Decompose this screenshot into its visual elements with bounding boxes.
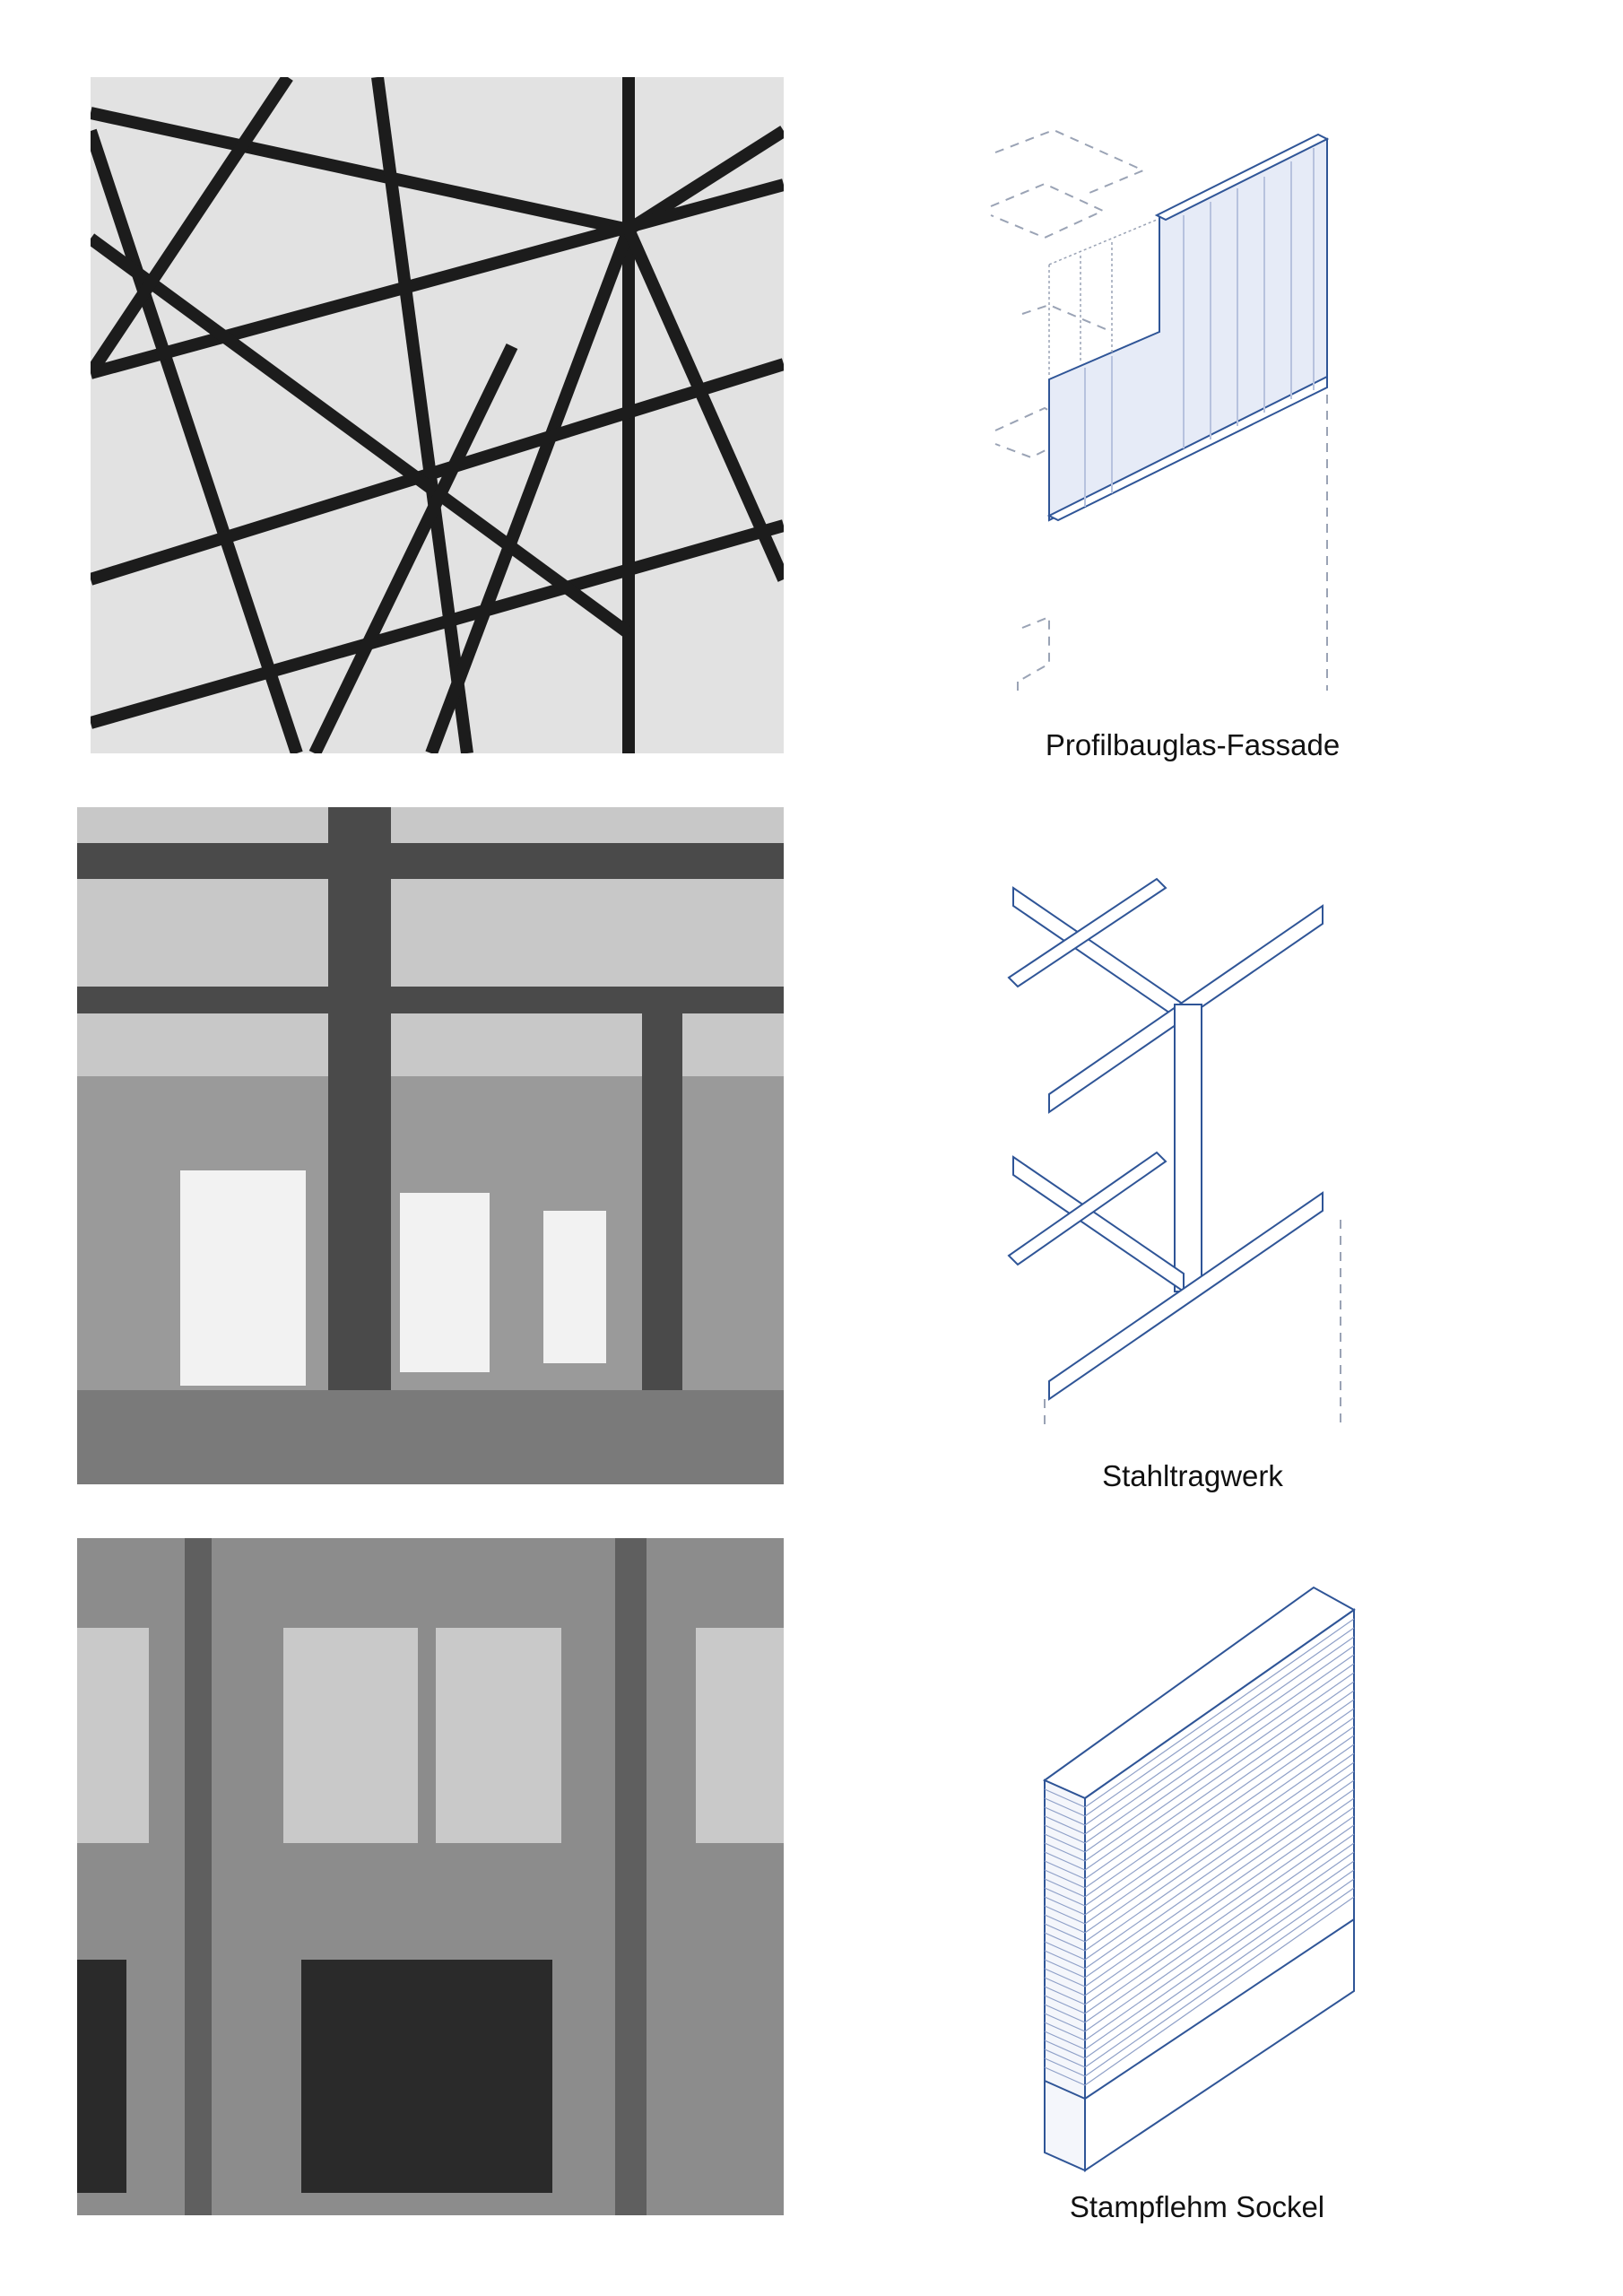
earth-layer-line	[1044, 1968, 1086, 1987]
earth-layer-line	[1044, 2066, 1086, 2086]
earth-layer-line	[1084, 1860, 1355, 2050]
earth-layer-line	[1084, 1761, 1355, 1952]
earth-layer-line	[1084, 1788, 1355, 1979]
earth-layer-line	[1044, 1923, 1086, 1943]
earth-layer-line	[1084, 1851, 1355, 2041]
earth-layer-line	[1044, 1815, 1086, 1835]
earth-layer-line	[1084, 1672, 1355, 1862]
earth-layer-line	[1044, 1833, 1086, 1853]
caption-profilbauglas: Profilbauglas-Fassade	[1046, 728, 1340, 761]
earth-layer-line	[1044, 2057, 1086, 2077]
earth-layer-line	[1084, 1735, 1355, 1925]
earth-layer-line	[1044, 2048, 1086, 2068]
earth-layer-line	[1084, 1618, 1355, 1808]
earth-layer-line	[1044, 1950, 1086, 1970]
earth-layer-line	[1084, 1833, 1355, 2023]
earth-layer-line	[1044, 1905, 1086, 1925]
photo-roof-truss	[91, 77, 784, 753]
earth-layer-line	[1044, 2022, 1086, 2041]
earth-layer-line	[1084, 1627, 1355, 1817]
earth-layer-line	[1044, 1986, 1086, 2005]
earth-layer-line	[1044, 1788, 1086, 1808]
earth-layer-line	[1084, 1797, 1355, 1987]
earth-layer-line	[1044, 1914, 1086, 1934]
earth-layer-line	[1084, 1690, 1355, 1880]
earth-layer-line	[1044, 1995, 1086, 2014]
earth-layer-line	[1084, 1699, 1355, 1889]
earth-layer-line	[1044, 1797, 1086, 1817]
earth-layer-line	[1044, 1959, 1086, 1979]
earth-layer-line	[1084, 1824, 1355, 2014]
photo-brick-facade	[77, 1538, 784, 2215]
earth-layer-line	[1044, 2039, 1086, 2059]
earth-layer-line	[1084, 1887, 1355, 2077]
steel-structure-diagram	[1007, 877, 1341, 1426]
earth-layer-line	[1044, 2013, 1086, 2032]
earth-layer-line	[1084, 1663, 1355, 1853]
earth-layer-line	[1084, 1645, 1355, 1835]
earth-layer-line	[1084, 1708, 1355, 1898]
earth-layer-line	[1044, 1887, 1086, 1907]
rammed-earth-base-diagram	[1042, 1586, 1356, 2172]
earth-layer-line	[1084, 1726, 1355, 1916]
earth-layer-line	[1084, 1744, 1355, 1934]
earth-layer-line	[1044, 2031, 1086, 2050]
earth-layer-line	[1044, 1842, 1086, 1862]
earth-layer-line	[1084, 1869, 1355, 2059]
profile-glass-facade-diagram	[990, 128, 1330, 691]
earth-layer-line	[1084, 1770, 1355, 1961]
photo-steel-interior	[77, 807, 784, 1484]
earth-layer-line	[1084, 1717, 1355, 1907]
earth-layer-line	[1044, 1851, 1086, 1871]
earth-layer-line	[1084, 1878, 1355, 2068]
earth-layer-line	[1044, 1941, 1086, 1961]
earth-layer-line	[1084, 1654, 1355, 1844]
earth-layer-line	[1044, 2004, 1086, 2023]
earth-layer-line	[1044, 1932, 1086, 1952]
earth-layer-line	[1044, 1977, 1086, 1996]
earth-layer-line	[1084, 1752, 1355, 1943]
earth-layer-line	[1044, 1860, 1086, 1880]
earth-layer-line	[1044, 1824, 1086, 1844]
earth-layer-line	[1044, 1806, 1086, 1826]
caption-stampflehm-sockel: Stampflehm Sockel	[1070, 2190, 1324, 2223]
earth-layer-line	[1084, 1636, 1355, 1826]
earth-layer-line	[1084, 1842, 1355, 2032]
earth-layer-line	[1044, 1869, 1086, 1889]
earth-layer-line	[1084, 1806, 1355, 1996]
earth-layer-line	[1084, 1779, 1355, 1970]
earth-layer-line	[1084, 1815, 1355, 2005]
earth-layer-line	[1044, 1896, 1086, 1916]
earth-layer-line	[1084, 1681, 1355, 1871]
earth-layer-line	[1044, 1878, 1086, 1898]
caption-stahltragwerk: Stahltragwerk	[1102, 1459, 1283, 1492]
earth-layer-line	[1084, 1896, 1355, 2086]
